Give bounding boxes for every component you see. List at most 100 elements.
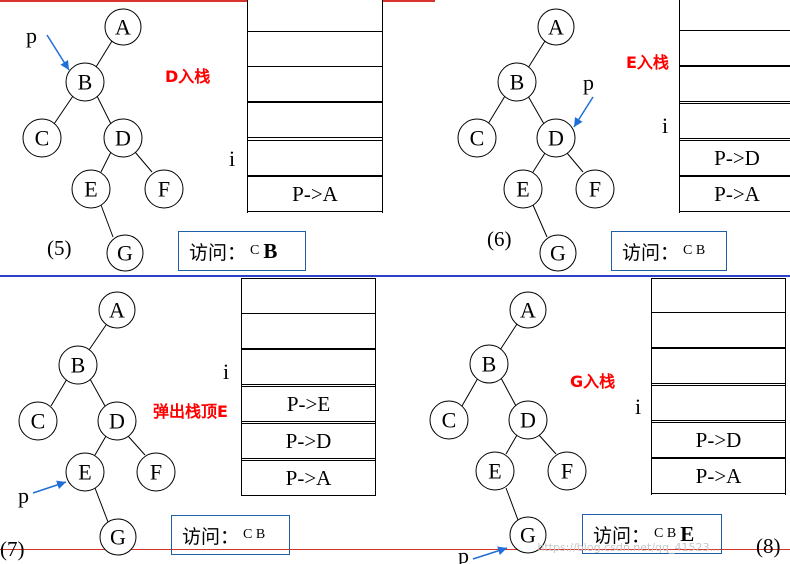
edge-a-b xyxy=(499,323,518,351)
visited-new: E xyxy=(680,521,695,546)
stack-cell: P->A xyxy=(247,176,383,212)
stack-cell xyxy=(679,0,790,32)
svg-text:B: B xyxy=(71,353,86,378)
edge-d-e xyxy=(505,434,518,455)
stack: P->D P->A xyxy=(651,278,786,495)
edge-d-e xyxy=(532,152,546,173)
svg-text:D: D xyxy=(115,126,131,151)
svg-text:C: C xyxy=(35,126,50,151)
step-label: (8) xyxy=(756,534,781,558)
stack-cell xyxy=(679,30,790,66)
middle-divider xyxy=(0,275,790,277)
action-label: 弹出栈顶E xyxy=(153,402,228,421)
node-f: F xyxy=(144,169,184,209)
svg-text:F: F xyxy=(561,459,573,484)
svg-text:C: C xyxy=(31,409,46,434)
pointer-arrow xyxy=(573,96,594,128)
stack-index-label: i xyxy=(223,359,230,384)
svg-text:D: D xyxy=(520,408,536,433)
pointer-label: p xyxy=(583,70,594,95)
svg-text:C: C xyxy=(442,408,457,433)
svg-text:B: B xyxy=(482,352,497,377)
node-g: G xyxy=(99,518,137,556)
node-b: B xyxy=(497,62,537,102)
node-a: A xyxy=(509,291,547,329)
visited-box: 访问： C B xyxy=(178,231,306,271)
visited-prefix: 访问： xyxy=(182,525,240,548)
edge-b-c xyxy=(487,95,506,125)
pointer-arrow xyxy=(46,34,70,71)
node-d: D xyxy=(103,118,143,158)
edge-e-g xyxy=(94,487,109,523)
node-b: B xyxy=(58,345,98,385)
node-e: E xyxy=(65,452,105,492)
svg-text:E: E xyxy=(488,459,501,484)
stack: P->E P->D P->A xyxy=(241,278,376,496)
edge-b-d xyxy=(527,95,545,125)
svg-text:G: G xyxy=(117,241,133,266)
node-g: G xyxy=(106,234,144,272)
bottom-divider xyxy=(0,549,790,550)
action-label: G入栈 xyxy=(570,372,616,391)
visited-sequence: C B xyxy=(654,526,677,541)
visited-sequence: C B xyxy=(683,243,706,258)
svg-text:F: F xyxy=(150,460,162,485)
node-e: E xyxy=(475,451,515,491)
svg-text:A: A xyxy=(520,298,536,323)
step-label: (7) xyxy=(0,537,25,561)
edge-b-c xyxy=(53,95,74,125)
edge-a-b xyxy=(88,324,107,351)
svg-text:E: E xyxy=(516,177,529,202)
svg-text:A: A xyxy=(109,298,125,323)
stack-cell xyxy=(651,385,786,421)
svg-text:E: E xyxy=(84,177,97,202)
stack-cell xyxy=(651,312,786,348)
svg-text:F: F xyxy=(158,177,170,202)
panel-step-5: A B C D E F G p D入栈 i P->A (5) 访问： C B xyxy=(0,0,395,282)
stack-cell xyxy=(651,348,786,384)
panel-step-7: A B C D E F G p 弹出栈顶E i P->E P->D P->A (… xyxy=(0,278,395,564)
panel-step-8: A B C D E F G p G入栈 i P->D P->A (8) 访问： … xyxy=(423,278,790,564)
stack-cell xyxy=(241,349,376,385)
edge-b-c xyxy=(461,377,479,407)
visited-box: 访问： C B xyxy=(611,231,727,271)
edge-a-b xyxy=(527,40,546,69)
edge-a-b xyxy=(95,40,113,68)
tree-diagram-8: A B C D E F G p xyxy=(429,291,587,564)
node-d: D xyxy=(536,118,576,158)
visited-sequence: C xyxy=(250,243,260,258)
node-c: C xyxy=(429,400,469,440)
svg-text:D: D xyxy=(548,126,564,151)
edge-d-f xyxy=(538,434,557,455)
stack-cell: P->E xyxy=(241,386,376,422)
visited-prefix: 访问： xyxy=(593,524,651,547)
top-divider xyxy=(0,0,435,2)
tree-diagram-5: A B C D E F G p xyxy=(22,8,184,272)
edge-b-c xyxy=(50,378,68,407)
node-e: E xyxy=(71,169,111,209)
edge-e-g xyxy=(505,487,519,521)
stack-index-label: i xyxy=(662,113,669,138)
node-f: F xyxy=(136,452,176,492)
visited-prefix: 访问： xyxy=(622,241,680,264)
node-c: C xyxy=(18,401,58,441)
node-f: F xyxy=(547,451,587,491)
svg-text:B: B xyxy=(78,70,93,95)
svg-text:G: G xyxy=(520,523,536,548)
node-d: D xyxy=(97,401,137,441)
node-b: B xyxy=(65,62,105,102)
node-d: D xyxy=(508,400,548,440)
watermark: https://blog.csdn.net/qq_41523... xyxy=(537,541,720,554)
action-label: E入栈 xyxy=(626,53,669,72)
pointer-arrow xyxy=(472,546,508,560)
step-label: (6) xyxy=(487,227,512,251)
stack-cell xyxy=(247,102,383,138)
stack-cell xyxy=(241,313,376,349)
stack-cell: P->D xyxy=(679,140,790,176)
stack-cell xyxy=(651,278,786,314)
stack-cell xyxy=(679,66,790,102)
stack-cell: P->D xyxy=(241,423,376,459)
stack-index-label: i xyxy=(229,146,236,171)
node-f: F xyxy=(575,169,615,209)
svg-text:G: G xyxy=(110,525,126,550)
